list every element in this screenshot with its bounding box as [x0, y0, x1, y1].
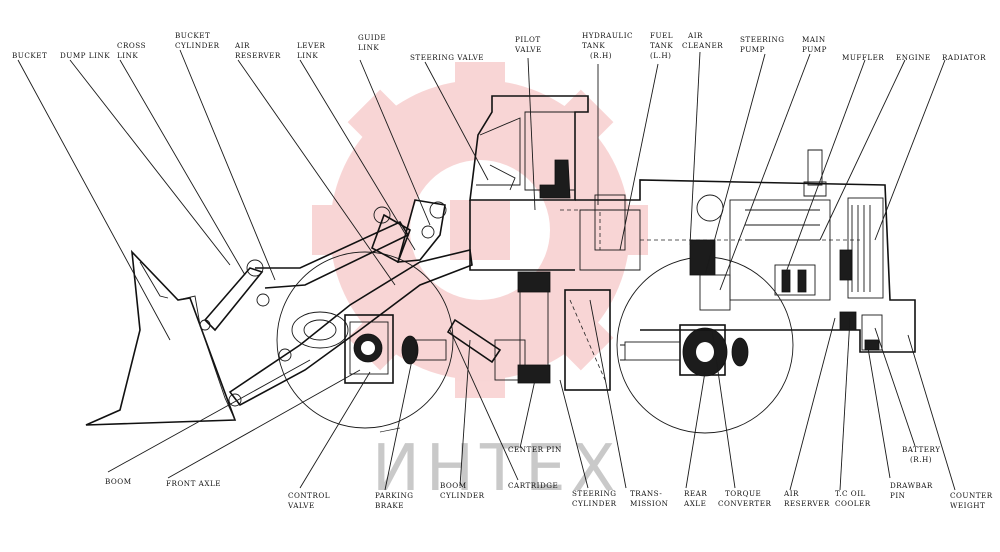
label-battery: BATTERY — [902, 445, 940, 454]
transmission-block — [564, 289, 611, 391]
label-tc-oil-cooler-2: COOLER — [835, 499, 871, 508]
label-fuel-tank-2: TANK — [650, 41, 673, 50]
label-air-cleaner-2: CLEANER — [682, 41, 723, 50]
label-tc-oil-cooler: T.C OIL — [835, 489, 866, 498]
label-pilot-valve-2: VALVE — [514, 45, 542, 54]
label-steering-pump: STEERING — [740, 35, 785, 44]
label-boom: BOOM — [105, 477, 132, 486]
leader-lines — [17, 49, 956, 491]
label-fuel-tank: FUEL — [650, 31, 673, 40]
bucket-shape — [85, 249, 237, 426]
label-boom-cylinder-2: CYLINDER — [440, 491, 485, 500]
label-lever-link-2: LINK — [297, 51, 318, 60]
label-bucket-cylinder: BUCKET — [175, 31, 210, 40]
label-control-valve: CONTROL — [288, 491, 330, 500]
watermark-gear-logo — [312, 62, 648, 398]
bottom-labels: BOOM FRONT AXLE CONTROL VALVE PARKING BR… — [105, 445, 993, 510]
label-drawbar-pin-2: PIN — [890, 491, 905, 500]
label-boom-cylinder: BOOM — [440, 481, 467, 490]
label-steering-cylinder-2: CYLINDER — [572, 499, 617, 508]
label-front-axle: FRONT AXLE — [166, 479, 221, 488]
label-battery-2: (R.H) — [910, 455, 932, 464]
label-hydraulic-tank-2: TANK — [582, 41, 605, 50]
label-cross-link-2: LINK — [117, 51, 138, 60]
label-torque-converter: TORQUE — [725, 489, 761, 498]
label-counterweight-2: WEIGHT — [950, 501, 985, 510]
label-transmission-2: MISSION — [630, 499, 668, 508]
label-rear-axle: REAR — [684, 489, 707, 498]
label-cartridge: CARTRIDGE — [508, 481, 558, 490]
boom-arm — [228, 249, 473, 407]
label-drawbar-pin: DRAWBAR — [890, 481, 933, 490]
label-parking-brake: PARKING — [375, 491, 414, 500]
label-cross-link: CROSS — [117, 41, 146, 50]
label-guide-link: GUIDE — [358, 33, 386, 42]
label-main-pump: MAIN — [802, 35, 826, 44]
label-air-cleaner: AIR — [687, 31, 703, 40]
label-counterweight: COUNTER — [950, 491, 993, 500]
label-steering-cylinder: STEERING — [572, 489, 617, 498]
label-rear-axle-2: AXLE — [683, 499, 706, 508]
label-hydraulic-tank: HYDRAULIC — [582, 31, 633, 40]
watermark-text: ИНТЕХ — [372, 432, 621, 506]
label-torque-converter-2: CONVERTER — [718, 499, 771, 508]
loader-machine — [85, 95, 916, 434]
label-control-valve-2: VALVE — [287, 501, 315, 510]
label-radiator: RADIATOR — [942, 53, 986, 62]
label-hydraulic-tank-3: (R.H) — [590, 51, 612, 60]
label-lever-link: LEVER — [297, 41, 325, 50]
label-steering-valve: STEERING VALVE — [410, 53, 484, 62]
label-engine: ENGINE — [896, 53, 931, 62]
label-steering-pump-2: PUMP — [740, 45, 765, 54]
label-center-pin: CENTER PIN — [508, 445, 562, 454]
front-axle-housing — [344, 314, 394, 384]
label-dump-link: DUMP LINK — [60, 51, 110, 60]
label-bucket-cylinder-2: CYLINDER — [175, 41, 220, 50]
label-air-reserver-bottom-2: RESERVER — [784, 499, 830, 508]
engine-block — [729, 199, 831, 301]
label-transmission: TRANS- — [630, 489, 662, 498]
engine-hood — [575, 179, 916, 353]
label-air-reserver-top-2: RESERVER — [235, 51, 281, 60]
label-main-pump-2: PUMP — [802, 45, 827, 54]
label-parking-brake-2: BRAKE — [375, 501, 404, 510]
top-labels: BUCKET DUMP LINK CROSS LINK BUCKET CYLIN… — [12, 31, 986, 62]
label-pilot-valve: PILOT — [515, 35, 541, 44]
label-guide-link-2: LINK — [358, 43, 379, 52]
label-muffler: MUFFLER — [842, 53, 884, 62]
label-air-reserver-bottom: AIR — [783, 489, 799, 498]
radiator — [847, 197, 884, 299]
label-fuel-tank-3: (L.H) — [650, 51, 671, 60]
label-bucket: BUCKET — [12, 51, 47, 60]
label-air-reserver-top: AIR — [234, 41, 250, 50]
front-wheel — [276, 251, 454, 429]
